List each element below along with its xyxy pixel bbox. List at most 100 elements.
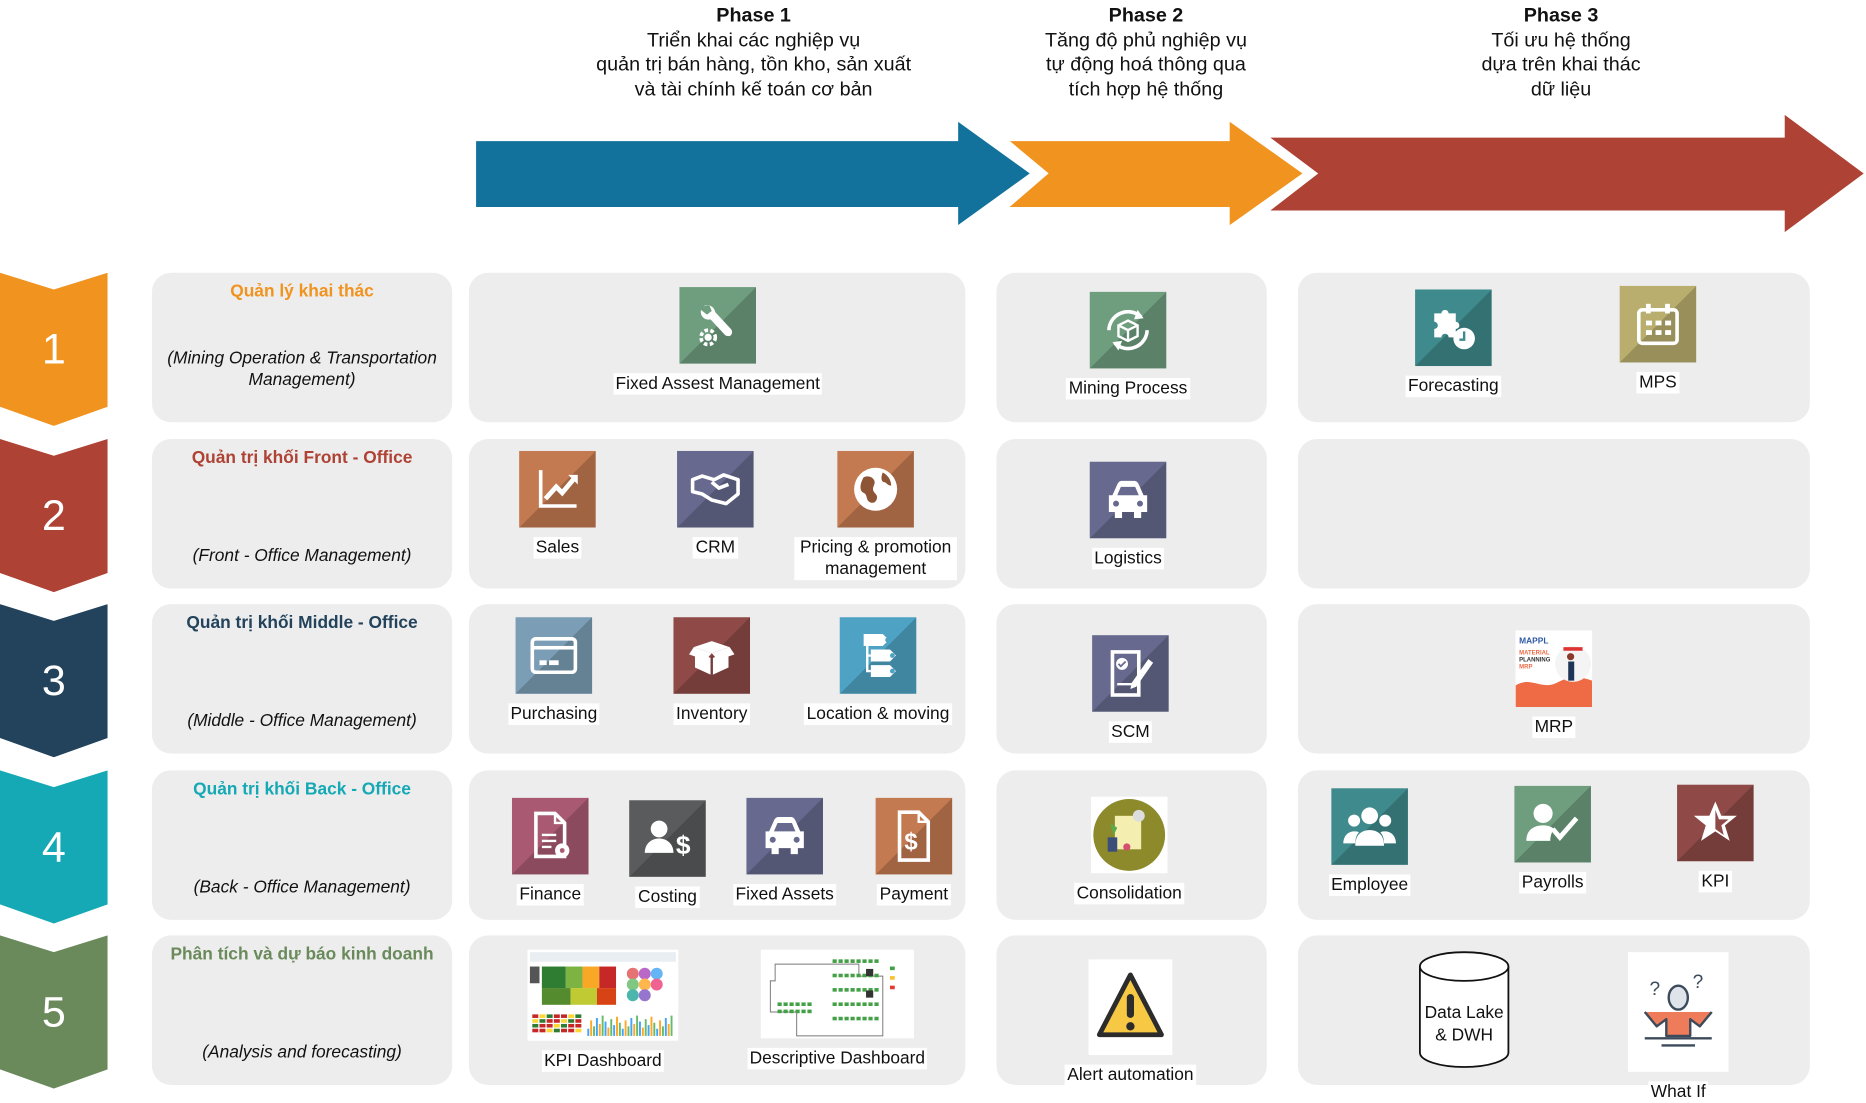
dollar-document-icon: $ — [875, 797, 953, 875]
module-inventory[interactable]: Inventory — [628, 617, 795, 725]
row-number-chevron: 3 — [0, 604, 108, 758]
chevron-shape-icon — [0, 770, 108, 924]
module-label: Employee — [1328, 874, 1411, 896]
module-label: Fixed Assets — [733, 883, 837, 906]
module-alert-automation[interactable]: Alert automation — [1047, 959, 1214, 1087]
module-label: Finance — [517, 883, 584, 906]
module-payment[interactable]: $ Payment — [830, 797, 997, 906]
module-logistics[interactable]: Logistics — [1044, 461, 1211, 570]
module-label: Consolidation — [1074, 882, 1185, 905]
category-subtitle: (Mining Operation & Transportation Manag… — [167, 349, 437, 390]
cycle-box-icon — [1089, 291, 1167, 369]
category-subtitle: (Front - Office Management) — [192, 546, 412, 566]
module-crm[interactable]: CRM — [632, 450, 799, 559]
svg-text:MATERIAL: MATERIAL — [1519, 650, 1550, 656]
module-data-lake-dwh[interactable]: Data Lake& DWH — [1380, 950, 1547, 1070]
module-mining-process[interactable]: Mining Process — [1044, 291, 1211, 400]
module-forecasting[interactable]: Forecasting — [1370, 289, 1537, 398]
datalake-label-line: & DWH — [1435, 1026, 1494, 1046]
module-label: KPI — [1698, 870, 1732, 893]
phase-3-arrow — [1270, 114, 1864, 233]
category-subtitle: (Middle - Office Management) — [187, 711, 417, 731]
module-finance[interactable]: Finance — [467, 797, 634, 906]
module-what-if[interactable]: ??What If — [1595, 952, 1762, 1103]
calendar-icon — [1619, 285, 1697, 363]
category-title: Quản lý khai thác — [230, 282, 374, 302]
phase-2-desc-line: tự động hoá thông qua — [1046, 53, 1246, 76]
module-label: Inventory — [673, 703, 750, 725]
module-label: Location & moving — [804, 703, 952, 725]
module-payrolls[interactable]: Payrolls — [1469, 785, 1636, 894]
module-consolidation[interactable]: Consolidation — [1045, 796, 1212, 905]
module-label: Costing — [635, 886, 700, 908]
row-number-chevron: 5 — [0, 935, 108, 1089]
category-subtitle: (Analysis and forecasting) — [202, 1043, 402, 1063]
module-label: KPI Dashboard — [541, 1050, 665, 1072]
module-purchasing[interactable]: Purchasing — [470, 617, 637, 725]
trend-chart-icon — [519, 450, 596, 528]
module-scm[interactable]: SCM — [1047, 635, 1214, 743]
module-fixed-assets[interactable]: Fixed Assets — [701, 797, 868, 906]
module-label: Mining Process — [1066, 377, 1190, 400]
category-title: Quản trị khối Front - Office — [191, 448, 413, 468]
module-label: SCM — [1108, 721, 1153, 743]
module-mps[interactable]: MPS — [1574, 285, 1741, 394]
phase-3-header: Phase 3 Tối ưu hệ thống dựa trên khai th… — [1417, 4, 1704, 102]
phase-1-title: Phase 1 — [716, 4, 791, 27]
phase-3-title: Phase 3 — [1523, 4, 1599, 27]
user-check-icon — [1514, 785, 1591, 863]
module-kpi-dashboard[interactable]: KPI Dashboard — [519, 949, 686, 1072]
module-fixed-assest-management[interactable]: Fixed Assest Management — [613, 287, 823, 395]
module-label: Purchasing — [508, 703, 600, 725]
module-sales[interactable]: Sales — [474, 450, 641, 559]
phase-3-panel — [1297, 272, 1810, 423]
wrench-gear-icon — [679, 287, 756, 364]
module-label: Descriptive Dashboard — [747, 1047, 928, 1070]
star-icon — [1677, 784, 1754, 862]
module-kpi[interactable]: KPI — [1632, 784, 1799, 893]
puzzle-clock-icon — [1415, 289, 1492, 367]
svg-text:?: ? — [1693, 972, 1704, 993]
phase-2-title: Phase 2 — [1108, 4, 1184, 27]
row-number-chevron: 4 — [0, 770, 108, 924]
invoice-gear-icon — [511, 797, 589, 875]
category-subtitle: (Back - Office Management) — [193, 878, 411, 898]
phase-1-arrow — [468, 107, 1043, 240]
module-employee[interactable]: Employee — [1286, 788, 1453, 896]
phase-2-header: Phase 2 Tăng độ phủ nghiệp vụ tự động ho… — [1002, 4, 1289, 102]
category-panel: Quản lý khai thác (Mining Operation & Tra… — [151, 272, 453, 423]
phase-1-desc-line: Triển khai các nghiệp vụ — [646, 29, 861, 51]
car-icon — [1089, 461, 1167, 539]
category-title: Quản trị khối Middle - Office — [186, 613, 418, 633]
phase-2-desc-line: tích hợp hệ thống — [1068, 78, 1224, 100]
svg-text:$: $ — [676, 830, 691, 860]
hierarchy-tags-icon — [839, 617, 917, 694]
phase-1-header: Phase 1 Triển khai các nghiệp vụ quản tr… — [514, 4, 992, 102]
module-costing[interactable]: $ Costing — [584, 800, 751, 908]
module-label: Payrolls — [1519, 872, 1586, 894]
phase-arrows — [468, 107, 1864, 240]
module-label: Payment — [877, 883, 951, 906]
row-number-chevron: 2 — [0, 439, 108, 593]
svg-text:PLANNING: PLANNING — [1519, 657, 1551, 663]
user-dollar-icon: $ — [629, 800, 706, 877]
module-label: MPS — [1636, 372, 1680, 394]
module-descriptive-dashboard[interactable]: Descriptive Dashboard — [747, 949, 928, 1070]
module-location-moving[interactable]: Location & moving — [794, 617, 961, 725]
row-number: 1 — [41, 324, 66, 374]
phase-2-arrow — [990, 107, 1315, 240]
module-label: Forecasting — [1405, 375, 1502, 398]
document-sign-icon — [1092, 635, 1169, 712]
category-title: Phân tích và dự báo kinh doanh — [170, 944, 434, 965]
phase-2-desc-line: Tăng độ phủ nghiệp vụ — [1044, 29, 1247, 51]
svg-text:MAPPL: MAPPL — [1519, 636, 1548, 646]
phase-3-desc-line: dựa trên khai thác — [1481, 53, 1641, 76]
module-pricing-promotion-management[interactable]: Pricing & promotion management — [792, 450, 959, 581]
category-panel: Phân tích và dự báo kinh doanh (Analysis … — [151, 935, 453, 1085]
open-box-icon — [673, 617, 751, 694]
chevron-shape-icon — [0, 604, 108, 758]
svg-text:MRP: MRP — [1519, 665, 1532, 671]
